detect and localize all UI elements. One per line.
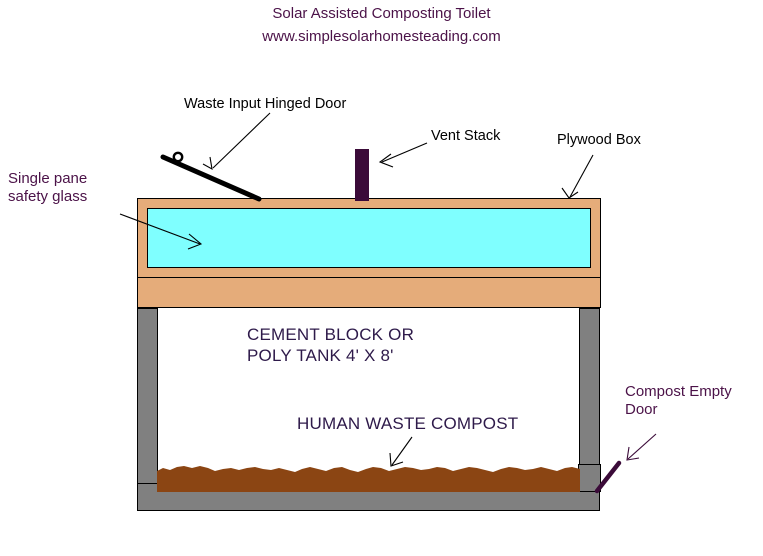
compost-empty-door-opening bbox=[578, 464, 601, 492]
waste-input-hinged-door-panel bbox=[160, 154, 262, 202]
tank-floor-slab bbox=[137, 483, 600, 511]
label-vent-stack: Vent Stack bbox=[431, 128, 501, 144]
label-tank-spec-line1: CEMENT BLOCK OR bbox=[247, 325, 415, 344]
tank-left-wall bbox=[137, 308, 158, 484]
label-tank-spec-line2: POLY TANK 4' X 8' bbox=[247, 346, 394, 365]
leader-arrow-compost-empty-door bbox=[626, 433, 657, 461]
leader-arrow-vent-stack bbox=[378, 142, 428, 168]
leader-arrow-waste-input-door bbox=[202, 112, 271, 171]
label-single-pane-glass: Single pane safety glass bbox=[8, 170, 88, 205]
label-plywood-box: Plywood Box bbox=[557, 132, 641, 148]
hinge-pivot-icon bbox=[172, 151, 184, 163]
vent-stack bbox=[355, 149, 369, 201]
leader-arrow-plywood-box bbox=[561, 154, 594, 199]
plywood-box-divider bbox=[137, 277, 601, 278]
tank-interior bbox=[157, 309, 580, 484]
label-human-waste-compost: HUMAN WASTE COMPOST bbox=[297, 414, 519, 433]
website-url: www.simplesolarhomesteading.com bbox=[262, 28, 501, 45]
page-title: Solar Assisted Composting Toilet bbox=[272, 5, 491, 22]
label-compost-empty-door: Compost Empty Door bbox=[625, 383, 732, 418]
single-pane-safety-glass bbox=[147, 208, 591, 268]
label-waste-input-door: Waste Input Hinged Door bbox=[184, 96, 347, 112]
tank-right-wall bbox=[579, 308, 600, 484]
